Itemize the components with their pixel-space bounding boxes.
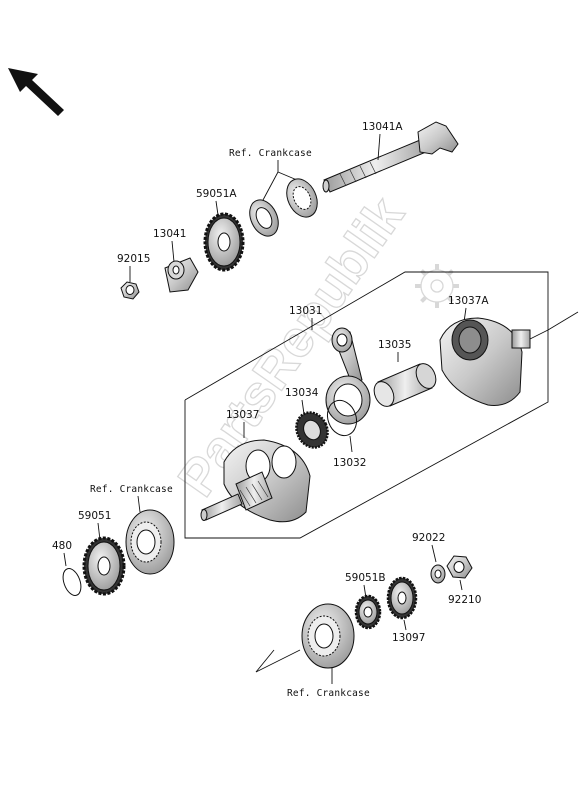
label-13035: 13035 — [378, 339, 411, 351]
label-59051B: 59051B — [345, 572, 386, 584]
part-13035-crank-pin — [373, 363, 437, 407]
part-13041A-balancer-shaft — [322, 121, 459, 193]
label-92015: 92015 — [117, 253, 150, 265]
label-13034: 13034 — [285, 387, 319, 399]
watermark-gear-icon — [415, 264, 459, 308]
label-13041: 13041 — [153, 228, 186, 240]
label-13041A: 13041A — [362, 121, 403, 133]
bearing-top-left — [249, 199, 279, 237]
part-13041-balancer-weight — [164, 257, 199, 293]
label-13031: 13031 — [289, 305, 322, 317]
ref-crankcase-bottom-label: Ref. Crankcase — [287, 688, 370, 699]
part-92210-nut — [446, 555, 473, 579]
part-59051-gear — [82, 536, 126, 596]
label-13037: 13037 — [226, 409, 259, 421]
part-13032-ring — [326, 399, 358, 437]
part-13037-crank-half-left — [200, 439, 311, 523]
bearing-left — [125, 509, 175, 575]
part-92015-nut — [120, 281, 140, 300]
part-92022-washer — [430, 564, 446, 584]
label-13037A: 13037A — [448, 295, 489, 307]
front-direction-arrow-icon — [8, 68, 64, 116]
part-480-circlip — [62, 568, 82, 596]
ref-crankcase-top-label: Ref. Crankcase — [229, 148, 312, 159]
axis-line-bottom — [255, 649, 301, 673]
part-59051A-gear — [203, 212, 245, 272]
label-13032: 13032 — [333, 457, 366, 469]
bearing-top-right — [286, 178, 318, 218]
part-13097-gear — [386, 576, 418, 620]
label-92210: 92210 — [448, 594, 481, 606]
ref-crankcase-left-label: Ref. Crankcase — [90, 484, 173, 495]
label-92022: 92022 — [412, 532, 445, 544]
label-59051: 59051 — [78, 510, 111, 522]
part-connecting-rod — [325, 327, 371, 425]
part-13034-needle-bearing — [295, 411, 329, 449]
part-13037A-crank-half-right — [439, 317, 531, 406]
label-13097: 13097 — [392, 632, 425, 644]
part-59051B-gear — [354, 594, 382, 630]
label-480: 480 — [52, 540, 72, 552]
label-59051A: 59051A — [196, 188, 237, 200]
bearing-bottom — [301, 603, 355, 669]
